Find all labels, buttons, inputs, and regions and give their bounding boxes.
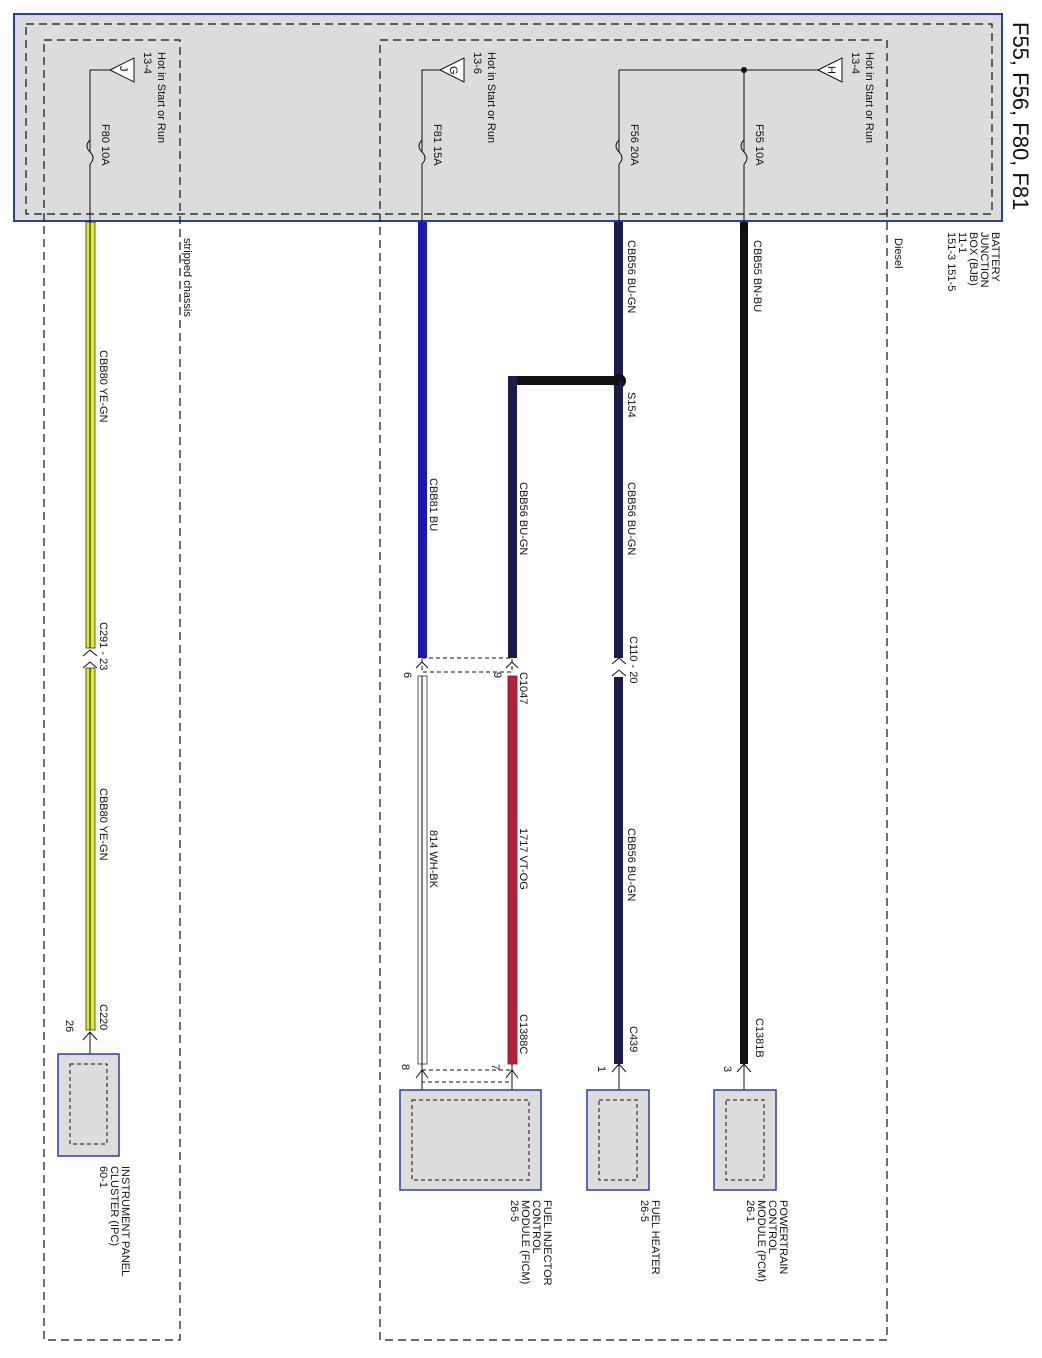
module-label-line: POWERTRAIN	[777, 1200, 789, 1274]
wire-label-cbb56-mid: CBB56 BU-GN	[625, 482, 637, 555]
source-hot-label: Hot in Start or Run	[863, 52, 875, 143]
connector-c110: C110 - 20	[611, 636, 639, 684]
module-label-line: 26-5	[638, 1200, 650, 1222]
source-tag: J	[117, 66, 129, 72]
label-group: INSTRUMENT PANEL CLUSTER (IPC) 60-1	[97, 1166, 131, 1276]
diesel-section-label: Diesel	[892, 238, 904, 269]
wire-label-cbb56-branch: CBB56 BU-GN	[517, 482, 529, 555]
bjb-inner-outline	[25, 23, 993, 215]
wire-cbb56-mid	[614, 381, 623, 658]
connector-pin: 7	[489, 1064, 501, 1070]
wire-label-cbb80-bot: CBB80 YE-GN	[97, 788, 109, 861]
source-ref: 13-4	[141, 52, 153, 74]
connector-c1388c: C1388C 7 8	[399, 1014, 529, 1090]
label-group: FUEL INJECTOR CONTROL MODULE (FICM) 26-5	[508, 1200, 553, 1286]
bjb-label-line: BOX (BJB)	[967, 232, 979, 286]
module-label-line: CONTROL	[766, 1200, 778, 1254]
wire-label-1717: 1717 VT-OG	[517, 828, 529, 890]
connector-label: C1388C	[517, 1014, 529, 1054]
module-label-line: 60-1	[97, 1166, 109, 1188]
source-hot-label: Hot in Start or Run	[155, 52, 167, 143]
connector-label: C1381B	[753, 1018, 765, 1058]
stripped-chassis-section-outline	[43, 39, 181, 1341]
source-ref: 13-4	[849, 52, 861, 74]
module-label-line: MODULE (PCM)	[755, 1200, 767, 1282]
bjb-label-line: 151-3 151-5	[945, 232, 957, 291]
wire-label-cbb56-bot: CBB56 BU-GN	[625, 828, 637, 901]
bjb-label: BATTERY JUNCTION BOX (BJB) 11-1 151-3 15…	[945, 232, 1001, 291]
source-ref: 13-6	[471, 52, 483, 74]
connector-c439: C439 1	[595, 1026, 639, 1090]
module-label-line: FUEL INJECTOR	[541, 1200, 553, 1286]
module-label-line: FUEL HEATER	[649, 1200, 661, 1275]
module-label-line: INSTRUMENT PANEL	[119, 1166, 131, 1276]
bjb-label-line: JUNCTION	[978, 232, 990, 288]
wire-cbb56-branch	[508, 376, 517, 658]
fuse-f56: F56 20A	[615, 124, 640, 222]
module-label-line: MODULE (FICM)	[519, 1200, 531, 1284]
battery-junction-box	[13, 13, 1003, 222]
connector-label: C291 - 23	[97, 622, 109, 670]
wire-cbb56-top	[614, 222, 623, 380]
wire-label-814: 814 WH-BK	[427, 830, 439, 889]
module-label-line: CONTROL	[530, 1200, 542, 1254]
fuse-f55: F55 10A	[740, 124, 765, 222]
module-label-line: 26-1	[744, 1200, 756, 1222]
connector-c220: C220 26	[63, 1004, 109, 1054]
connector-label: C220	[97, 1004, 109, 1030]
connector-pin: 26	[63, 1020, 75, 1032]
stripped-chassis-label: stripped chassis	[181, 238, 193, 317]
wire-cbb55	[740, 222, 748, 1064]
connector-label: C110 - 20	[627, 636, 639, 684]
connector-c1047: C1047 9 6	[401, 657, 529, 704]
connector-label: C439	[627, 1026, 639, 1052]
bjb-label-line: BATTERY	[989, 232, 1001, 282]
connector-label: C1047	[517, 672, 529, 704]
diesel-section-outline	[379, 39, 888, 1341]
fuse-label: F55 10A	[753, 124, 765, 166]
module-label-line: 26-5	[508, 1200, 520, 1222]
fuse-label: F81 15A	[431, 124, 443, 166]
module-pcm: POWERTRAIN CONTROL MODULE (PCM) 26-1	[713, 1089, 789, 1282]
module-label-line: CLUSTER (IPC)	[108, 1166, 120, 1246]
label-group: POWERTRAIN CONTROL MODULE (PCM) 26-1	[744, 1200, 789, 1282]
wire-cbb81	[418, 222, 427, 658]
connector-pin: 9	[491, 672, 503, 678]
wire-label-cbb81: CBB81 BU	[427, 478, 439, 531]
wire-label-cbb56-top: CBB56 BU-GN	[625, 240, 637, 313]
fuse-label: F80 10A	[99, 124, 111, 166]
wire-cbb56-bot	[614, 677, 623, 1064]
connector-pin: 1	[595, 1066, 607, 1072]
wire-label-cbb55: CBB55 BN-BU	[751, 240, 763, 312]
wire-label-cbb80-top: CBB80 YE-GN	[97, 350, 109, 423]
label-group: FUEL HEATER 26-5	[638, 1200, 661, 1275]
source-tag: G	[447, 66, 459, 75]
connector-pin: 6	[401, 672, 413, 678]
fuse-f81: F81 15A	[418, 124, 443, 222]
splice-label-s154: S154	[625, 392, 637, 418]
module-fuel-heater: FUEL HEATER 26-5	[586, 1089, 661, 1275]
connector-pin: 3	[721, 1066, 733, 1072]
connector-pin: 8	[399, 1064, 411, 1070]
bjb-label-line: 11-1	[956, 232, 968, 253]
wire-cbb56-branch-horizontal	[510, 376, 619, 385]
connector-c1381b: C1381B 3	[721, 1018, 765, 1090]
power-source-j: J 13-4 Hot in Start or Run	[89, 52, 167, 152]
wire-1717	[507, 675, 518, 1065]
connector-c291: C291 - 23	[82, 622, 109, 670]
fuse-label: F56 20A	[628, 124, 640, 166]
module-ficm: FUEL INJECTOR CONTROL MODULE (FICM) 26-5	[399, 1089, 553, 1286]
source-tag: H	[825, 66, 837, 74]
diagram-title: F55, F56, F80, F81	[1008, 22, 1033, 210]
source-hot-label: Hot in Start or Run	[485, 52, 497, 143]
module-ipc: INSTRUMENT PANEL CLUSTER (IPC) 60-1	[57, 1053, 131, 1276]
power-source-g: G 13-6 Hot in Start or Run	[421, 52, 497, 152]
fuse-f80: F80 10A	[86, 124, 111, 222]
